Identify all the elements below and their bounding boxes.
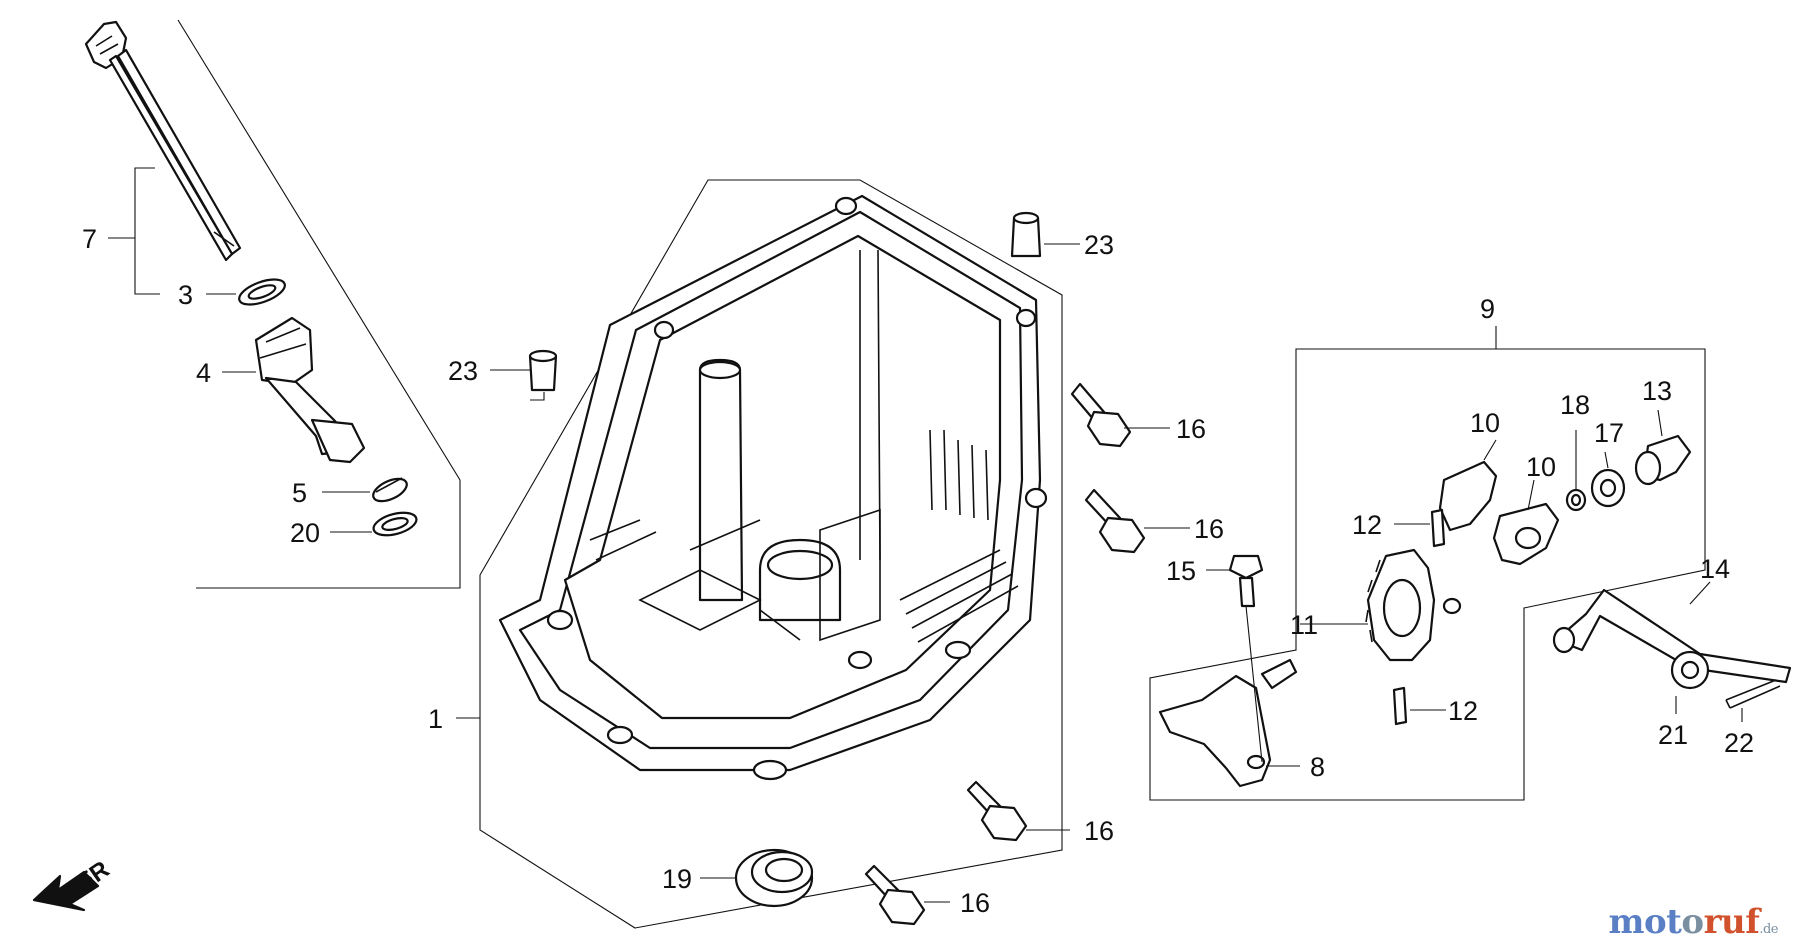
- callout-18: 18: [1560, 390, 1590, 420]
- governor-gear: [1365, 548, 1462, 662]
- crankcase-cover: [498, 194, 1048, 781]
- governor-arm-14: [1552, 588, 1792, 684]
- crankcase-group-frame: [479, 179, 1063, 929]
- washer-21: [1670, 650, 1710, 690]
- oil-filler-tube: [254, 316, 366, 464]
- callout-13: 13: [1642, 376, 1672, 406]
- brand-suffix: .de: [1759, 922, 1778, 937]
- front-direction-arrow: [32, 870, 100, 912]
- brand-watermark: motoruf.de: [1608, 902, 1779, 942]
- callout-20: 20: [290, 518, 320, 548]
- bolt-16-d: [864, 864, 926, 926]
- dipstick-assembly: [84, 20, 242, 262]
- callout-12-lower: 12: [1448, 696, 1478, 726]
- bolt-16-c: [966, 780, 1028, 842]
- callout-16-a: 16: [1176, 414, 1206, 444]
- pin-12-lower: [1392, 686, 1408, 726]
- callout-19: 19: [662, 864, 692, 894]
- callout-11: 11: [1290, 610, 1318, 640]
- callout-12-upper: 12: [1352, 510, 1382, 540]
- brand-part-2: o: [1681, 902, 1704, 942]
- callout-numbers: 7 3 4 5 20 1 23 23 16 16 16 16 19 9 15 1…: [73, 224, 1754, 918]
- governor-group-frame: [1149, 348, 1706, 801]
- dowel-pin-left: [528, 349, 558, 392]
- callout-1: 1: [428, 704, 443, 734]
- clip-5: [372, 477, 408, 503]
- callout-3: 3: [178, 280, 193, 310]
- callout-4: 4: [196, 358, 211, 388]
- callout-22: 22: [1724, 728, 1754, 758]
- brand-part-3: ruf: [1703, 902, 1760, 942]
- callout-10-lower: 10: [1526, 452, 1556, 482]
- callout-16-b: 16: [1194, 514, 1224, 544]
- o-ring-20: [372, 511, 418, 537]
- callout-10-upper: 10: [1470, 408, 1500, 438]
- bolt-16-a: [1070, 382, 1132, 448]
- callout-23-top: 23: [1084, 230, 1114, 260]
- governor-weight-upper: [1438, 460, 1498, 532]
- washer-18: [1565, 488, 1587, 512]
- bolt-16-b: [1084, 488, 1146, 554]
- bushing-13: [1634, 434, 1692, 486]
- brand-part-1: mot: [1608, 902, 1682, 942]
- callout-16-d: 16: [960, 888, 990, 918]
- callout-7: 7: [82, 224, 97, 254]
- leader-lines: [108, 167, 1743, 903]
- callout-21: 21: [1658, 720, 1688, 750]
- callout-17: 17: [1594, 418, 1624, 448]
- governor-bolt: [1228, 554, 1264, 608]
- dipstick-o-ring: [238, 278, 286, 306]
- clip-22: [1725, 679, 1781, 709]
- callout-9: 9: [1480, 294, 1495, 324]
- callout-14: 14: [1700, 554, 1730, 584]
- dipstick-group-frame: [177, 19, 461, 589]
- callout-8: 8: [1310, 752, 1325, 782]
- callout-16-c: 16: [1084, 816, 1114, 846]
- governor-holder: [1158, 658, 1298, 788]
- governor-weight-lower: [1492, 502, 1560, 566]
- callout-5: 5: [292, 478, 307, 508]
- pin-12-upper: [1430, 508, 1446, 548]
- dowel-pin-upper: [1010, 211, 1042, 258]
- callout-23-left: 23: [448, 356, 478, 386]
- washer-17: [1590, 468, 1626, 508]
- oil-seal: [734, 848, 814, 908]
- callout-15: 15: [1166, 556, 1196, 586]
